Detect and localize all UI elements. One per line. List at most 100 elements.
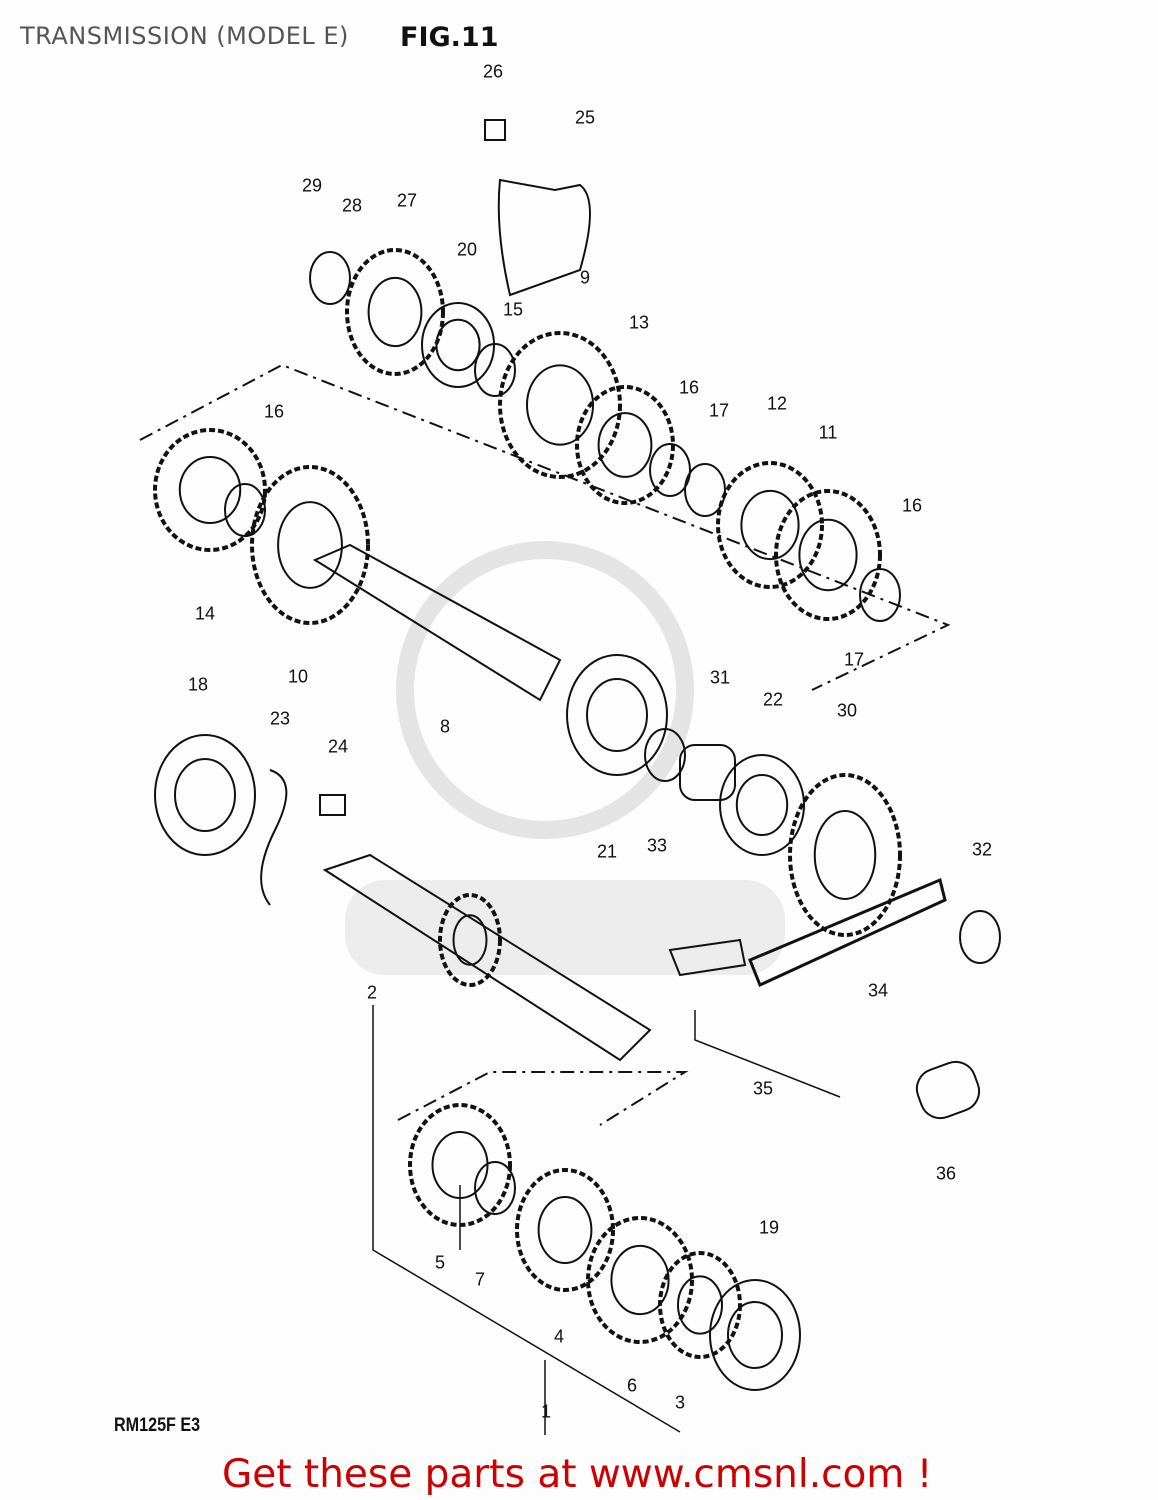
- callout-10: 10: [287, 666, 309, 687]
- callout-7: 7: [474, 1269, 486, 1290]
- gear-4-hub: [537, 1196, 593, 1264]
- gear-3-hub: [677, 1275, 723, 1335]
- callout-16: 16: [263, 401, 285, 422]
- callout-16: 16: [678, 377, 700, 398]
- countershaft-8: [312, 543, 562, 702]
- callout-17: 17: [708, 400, 730, 421]
- bearing-21: [566, 654, 668, 776]
- gear-27: [345, 248, 445, 376]
- joint-pin-35: [668, 938, 747, 977]
- bearing-18-race: [174, 758, 236, 832]
- callout-29: 29: [301, 175, 323, 196]
- gear-3: [658, 1251, 742, 1359]
- plate-25: [497, 178, 591, 297]
- callout-19: 19: [758, 1217, 780, 1238]
- callout-36: 36: [935, 1163, 957, 1184]
- bearing-20: [421, 302, 495, 388]
- callout-13: 13: [628, 312, 650, 333]
- gear-2-hub: [452, 914, 488, 966]
- collar-31: [679, 744, 736, 801]
- gear-11-hub: [798, 518, 858, 592]
- clip-32: [959, 910, 1001, 964]
- spacer-36: [915, 1060, 981, 1120]
- callout-14: 14: [194, 603, 216, 624]
- bearing-20-race: [435, 318, 481, 372]
- ring-33: [644, 728, 686, 782]
- callout-22: 22: [762, 689, 784, 710]
- watermark-logo: [396, 541, 694, 839]
- group-outline-countershaft: [139, 363, 951, 691]
- leader-line: [694, 1010, 841, 1098]
- gear-10-hub: [277, 501, 343, 589]
- callout-24: 24: [327, 736, 349, 757]
- callout-26: 26: [482, 61, 504, 82]
- callout-8: 8: [439, 716, 451, 737]
- sprocket-30: [788, 773, 902, 937]
- gear-6-hub: [610, 1244, 670, 1316]
- gear-10: [250, 465, 370, 625]
- callout-33: 33: [646, 835, 668, 856]
- callout-12: 12: [766, 393, 788, 414]
- gear-13: [575, 385, 675, 505]
- gear-6: [586, 1216, 694, 1344]
- callout-6: 6: [626, 1375, 638, 1396]
- plate-23: [260, 769, 288, 906]
- callout-3: 3: [674, 1392, 686, 1413]
- washer-17: [684, 463, 726, 517]
- callout-34: 34: [867, 980, 889, 1001]
- callout-31: 31: [709, 667, 731, 688]
- leader-line: [372, 1005, 681, 1433]
- driveshaft-2: [322, 853, 652, 1062]
- gear-27-hub: [367, 276, 423, 348]
- callout-2: 2: [366, 982, 378, 1003]
- callout-28: 28: [341, 195, 363, 216]
- callout-4: 4: [553, 1326, 565, 1347]
- sprocket-30-hub: [813, 810, 877, 900]
- callout-11: 11: [818, 422, 838, 443]
- gear-14-hub: [178, 456, 242, 524]
- callout-17: 17: [843, 649, 865, 670]
- callout-25: 25: [574, 107, 596, 128]
- chain-joint-34: [748, 877, 947, 988]
- gear-4: [515, 1168, 615, 1292]
- callout-32: 32: [971, 839, 993, 860]
- callout-35: 35: [752, 1078, 774, 1099]
- clip-16c: [224, 483, 266, 537]
- gear-13-hub: [597, 412, 653, 478]
- callout-16: 16: [901, 495, 923, 516]
- bearing-18: [154, 734, 256, 856]
- promo-link[interactable]: Get these parts at www.cmsnl.com !: [222, 1452, 933, 1497]
- gear-14: [153, 428, 267, 552]
- gear-11: [774, 489, 882, 621]
- screw-26: [484, 119, 506, 141]
- callout-15: 15: [502, 299, 524, 320]
- bearing-21-race: [586, 678, 648, 752]
- bearing-22: [719, 754, 805, 856]
- ring-15: [474, 343, 516, 397]
- gear-12-hub: [740, 489, 800, 561]
- gear-2: [438, 893, 502, 987]
- callout-20: 20: [456, 239, 478, 260]
- callout-1: 1: [540, 1401, 552, 1422]
- bearing-19: [709, 1279, 801, 1391]
- model-code: RM125F E3: [114, 1415, 201, 1436]
- callout-23: 23: [269, 708, 291, 729]
- group-outline-driveshaft: [397, 1071, 689, 1126]
- clip-16: [649, 443, 691, 497]
- clip-7: [474, 1161, 516, 1215]
- ring-28: [309, 251, 351, 305]
- screw-24: [319, 794, 346, 816]
- callout-5: 5: [434, 1252, 446, 1273]
- bearing-22-race: [735, 774, 789, 836]
- callout-30: 30: [836, 700, 858, 721]
- gear-9-hub: [526, 364, 594, 446]
- callout-27: 27: [396, 190, 418, 211]
- bearing-19-race: [727, 1301, 783, 1369]
- callout-18: 18: [187, 674, 209, 695]
- figure-number: FIG.11: [400, 22, 499, 53]
- callout-21: 21: [596, 841, 618, 862]
- watermark-banner: [345, 880, 785, 975]
- clip-16b: [859, 568, 901, 622]
